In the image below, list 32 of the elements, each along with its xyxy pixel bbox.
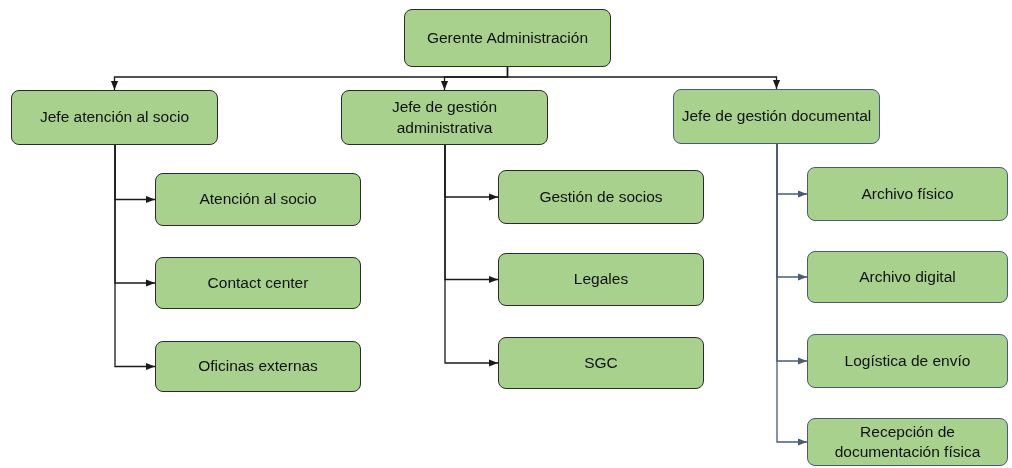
role-label: Contact center <box>207 272 309 293</box>
role-box <box>498 253 704 306</box>
role-box <box>807 167 1008 221</box>
role-box <box>155 173 361 226</box>
role-box <box>807 251 1008 303</box>
role-box <box>498 337 704 389</box>
role-label: SGC <box>584 352 618 373</box>
role-label: Atención al socio <box>199 189 317 210</box>
role-label: Oficinas externas <box>198 356 318 377</box>
role-box <box>498 170 704 224</box>
role-label: Archivo digital <box>859 266 956 287</box>
role-label: Jefe de gestión administrativa <box>390 97 499 138</box>
role-box <box>341 90 548 145</box>
role-box <box>404 9 611 67</box>
connector-arrow <box>506 66 781 90</box>
role-label: Jefe atención al socio <box>39 107 190 128</box>
role-box <box>807 334 1008 388</box>
role-box <box>155 341 361 392</box>
role-label: Gerente Administración <box>426 27 589 48</box>
connector-arrow <box>776 143 808 446</box>
role-label: Archivo físico <box>861 183 954 204</box>
role-box <box>807 418 1008 466</box>
role-box <box>673 89 880 144</box>
role-label: Logística de envío <box>844 350 971 371</box>
role-box <box>11 90 218 145</box>
role-label: Jefe de gestión documental <box>681 106 872 127</box>
role-label: Gestión de socios <box>539 186 663 207</box>
connector-arrow <box>444 144 499 367</box>
role-label: Legales <box>573 269 629 290</box>
role-box <box>155 257 361 309</box>
connector-arrow <box>114 144 156 371</box>
role-label: Recepción de documentación física <box>833 421 982 462</box>
